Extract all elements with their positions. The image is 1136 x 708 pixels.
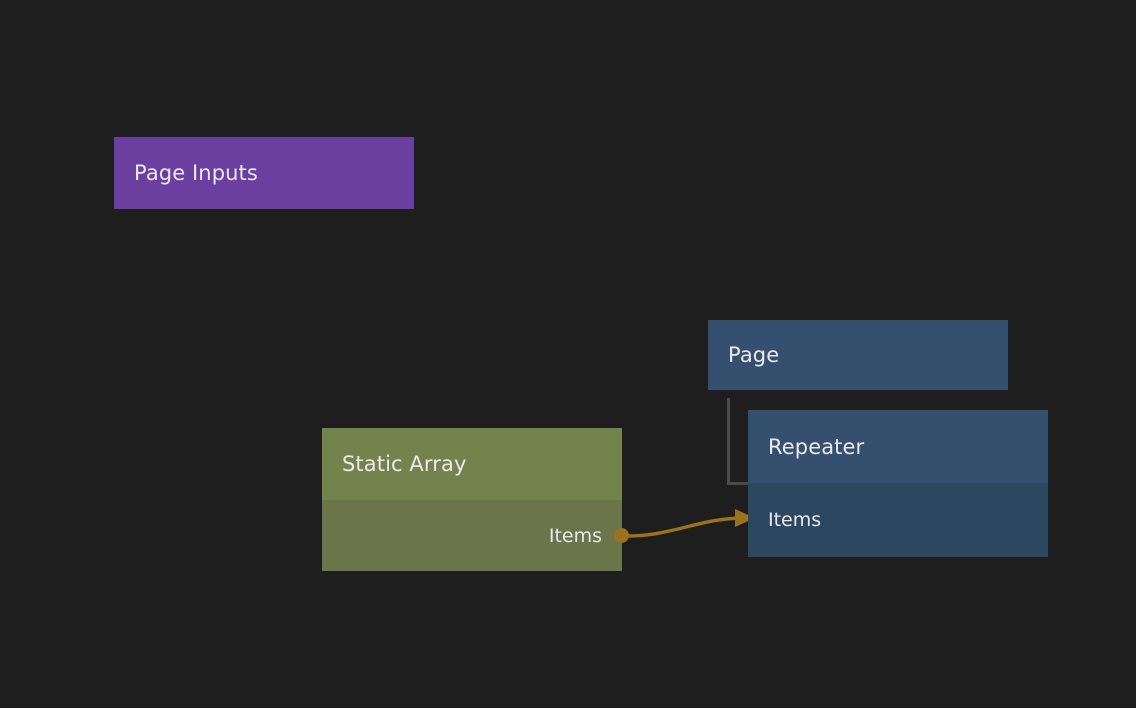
node-page-title: Page bbox=[728, 343, 780, 367]
node-page-inputs-title: Page Inputs bbox=[134, 161, 258, 185]
node-repeater-body: Items bbox=[748, 483, 1048, 557]
node-page-inputs[interactable]: Page Inputs bbox=[114, 137, 414, 209]
node-page[interactable]: Page bbox=[708, 320, 1008, 390]
connection-line-items bbox=[626, 516, 746, 538]
port-label-repeater-items: Items bbox=[768, 509, 822, 531]
output-port-dot-items[interactable] bbox=[614, 528, 629, 543]
port-label-static-array-items: Items bbox=[548, 524, 602, 547]
node-static-array[interactable]: Static Array Items bbox=[322, 428, 629, 571]
port-row-repeater-items[interactable]: Items bbox=[748, 483, 1048, 557]
node-static-array-title: Static Array bbox=[322, 428, 622, 500]
node-repeater-title: Repeater bbox=[748, 410, 1048, 483]
hierarchy-bracket-page-to-repeater bbox=[727, 398, 748, 485]
port-row-static-array-items[interactable]: Items bbox=[322, 500, 629, 571]
node-repeater[interactable]: Repeater Items bbox=[748, 410, 1048, 557]
node-static-array-body: Items bbox=[322, 500, 629, 571]
